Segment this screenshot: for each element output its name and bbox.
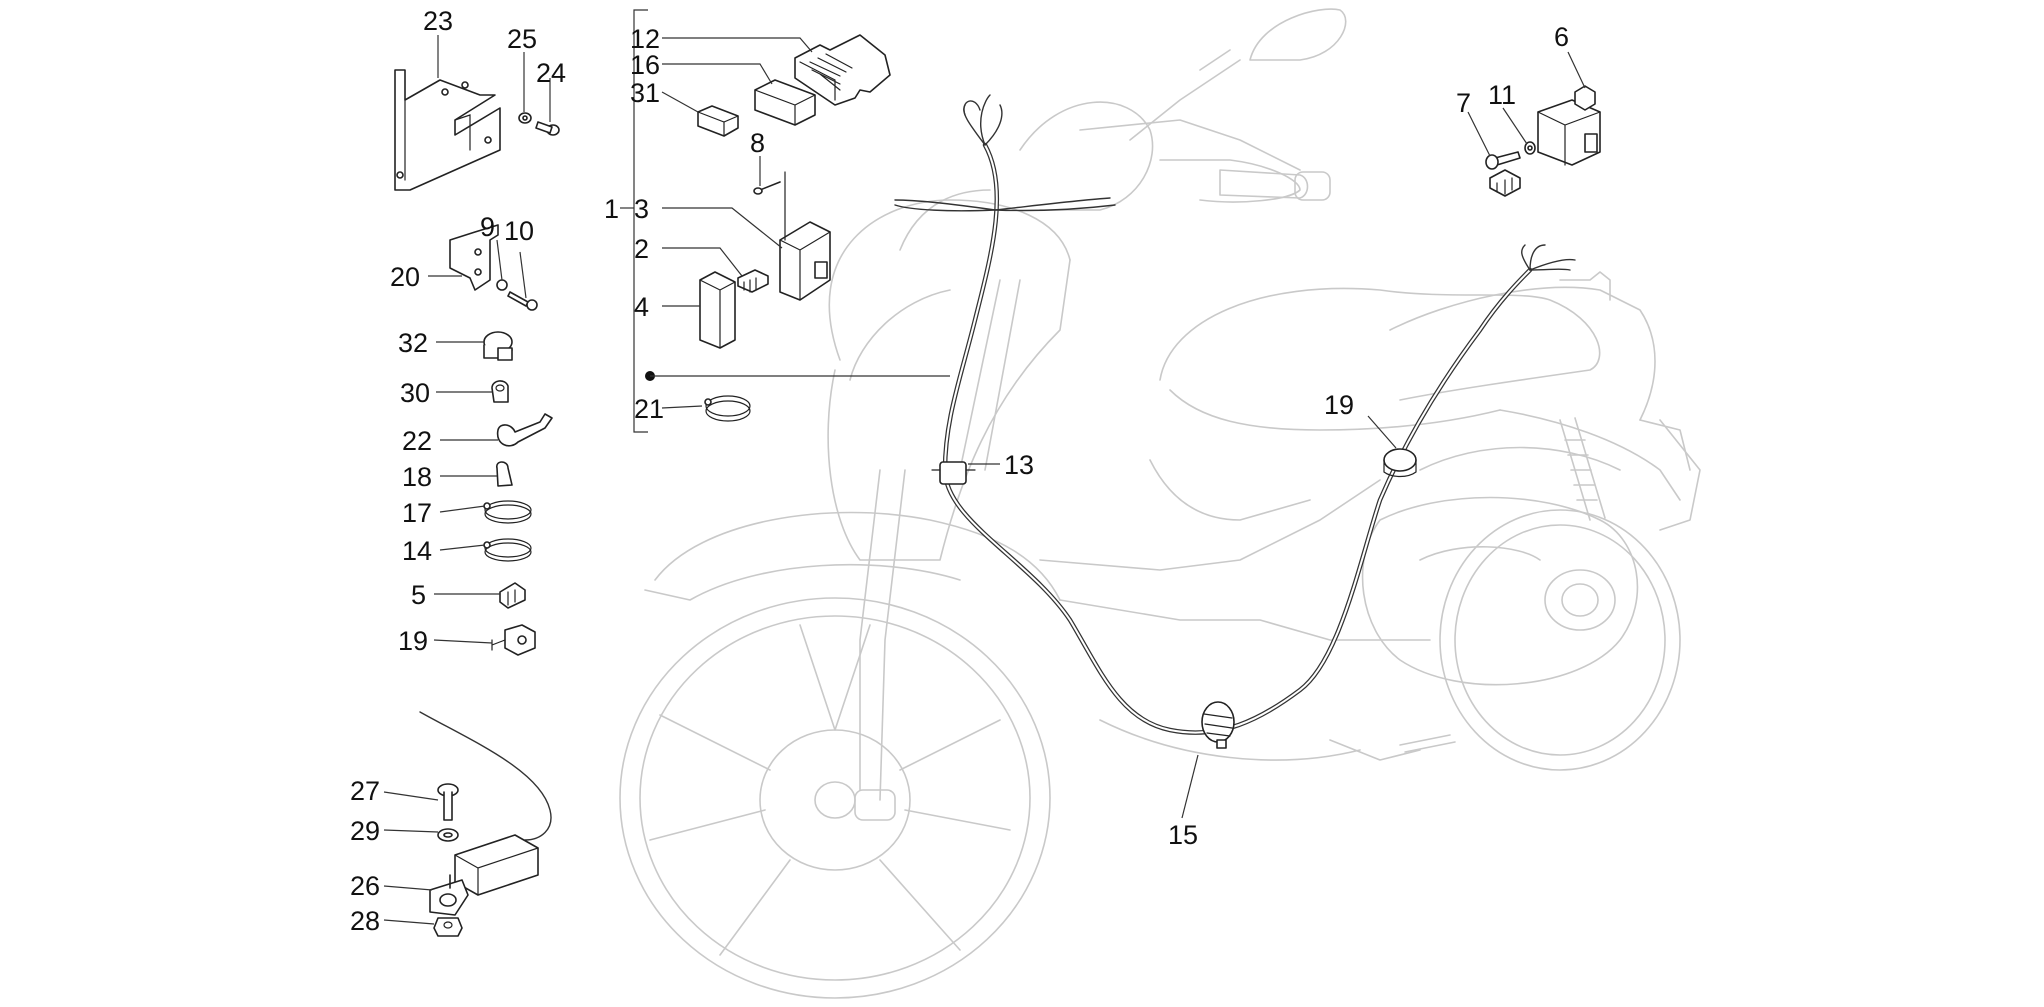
- callout-14: 14: [402, 536, 432, 566]
- clip-30: [491, 380, 509, 403]
- cable-tie-14: [483, 538, 532, 562]
- callout-26: 26: [350, 871, 380, 901]
- relay-cover-4: [699, 271, 736, 349]
- sensor-switch-19: [491, 624, 536, 656]
- callout-5: 5: [411, 580, 426, 610]
- callout-7: 7: [1456, 88, 1471, 118]
- callout-19-left: 19: [398, 626, 428, 656]
- harness-clip-13: [931, 461, 976, 485]
- main-wiring-harness: [894, 94, 1576, 735]
- washer-25: [518, 112, 532, 124]
- callout-20: 20: [390, 262, 420, 292]
- callout-2: 2: [634, 234, 649, 264]
- connector-5: [499, 582, 526, 609]
- callout-30: 30: [400, 378, 430, 408]
- callout-31: 31: [630, 78, 660, 108]
- control-unit-6: [1489, 85, 1601, 197]
- callout-23: 23: [423, 6, 453, 36]
- fuse-box-12: [794, 34, 891, 106]
- callout-3: 3: [634, 194, 649, 224]
- screw-24: [535, 121, 560, 136]
- screw-8: [753, 181, 781, 195]
- callout-9: 9: [480, 212, 495, 242]
- callout-13: 13: [1004, 450, 1034, 480]
- cable-tie-17: [483, 500, 532, 524]
- fuse-cover-16: [754, 79, 816, 126]
- group-bracket-1: [620, 9, 648, 433]
- callout-22: 22: [402, 426, 432, 456]
- callout-1: 1: [604, 194, 619, 224]
- callout-4: 4: [634, 292, 649, 322]
- callout-25: 25: [507, 24, 537, 54]
- harness-clip-19: [1383, 448, 1417, 478]
- leader-lines: [383, 35, 1586, 925]
- callout-21: 21: [634, 394, 664, 424]
- callout-12: 12: [630, 24, 660, 54]
- callout-10: 10: [504, 216, 534, 246]
- callout-11: 11: [1488, 80, 1516, 110]
- washer-9: [496, 279, 508, 291]
- bracket-20: [449, 224, 499, 291]
- callout-16: 16: [630, 50, 660, 80]
- callout-29: 29: [350, 816, 380, 846]
- fuse-2: [737, 269, 769, 293]
- clamp-strap-22: [496, 413, 553, 447]
- screw-10: [507, 291, 538, 311]
- callout-6: 6: [1554, 22, 1569, 52]
- washer-29: [437, 828, 459, 842]
- clip-18: [496, 461, 513, 487]
- callout-27: 27: [350, 776, 380, 806]
- relay-3: [779, 171, 831, 301]
- antitheft-module: [419, 711, 552, 916]
- callout-labels: 23 25 24 9 10 20 32 30 22 18 17 14 5 19 …: [350, 6, 1569, 936]
- callout-15: 15: [1168, 820, 1198, 850]
- fuse-31: [697, 105, 739, 137]
- harness-tie-15: [1201, 701, 1235, 749]
- washer-11: [1524, 141, 1536, 155]
- scooter-ghost-outline: [619, 8, 1701, 999]
- callout-32: 32: [398, 328, 428, 358]
- bolt-27: [437, 783, 459, 821]
- cable-tie-21: [704, 395, 751, 422]
- callout-24: 24: [536, 58, 566, 88]
- callout-8: 8: [750, 128, 765, 158]
- front-wheel: [619, 597, 1051, 999]
- harness-pointer: [645, 371, 950, 381]
- callout-28: 28: [350, 906, 380, 936]
- callout-17: 17: [402, 498, 432, 528]
- clamp-32: [483, 331, 513, 361]
- nut-28: [433, 917, 463, 937]
- bracket-23: [394, 69, 501, 191]
- screw-7: [1485, 151, 1521, 170]
- callout-18: 18: [402, 462, 432, 492]
- callout-19-right: 19: [1324, 390, 1354, 420]
